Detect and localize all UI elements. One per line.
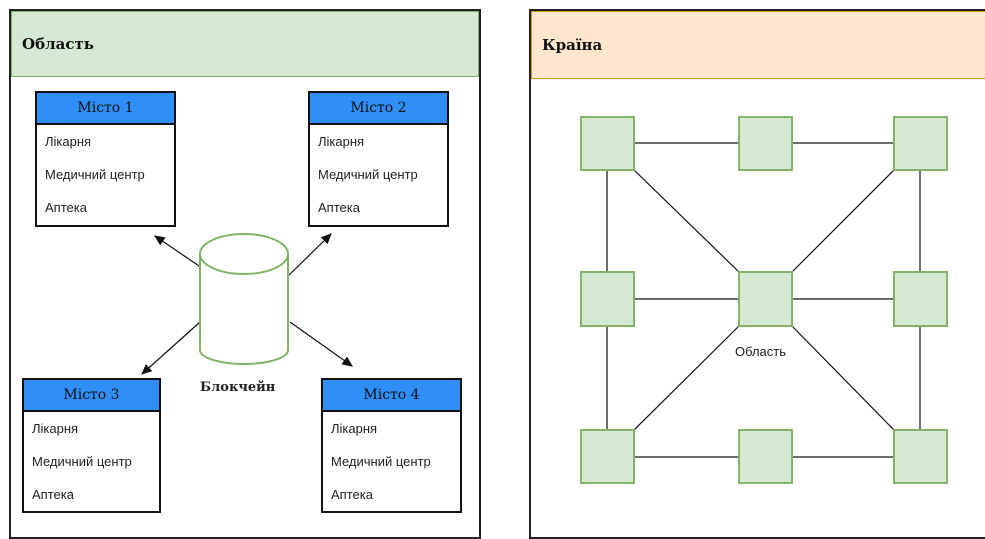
city-3-pharmacy: Аптека — [32, 487, 74, 502]
city-3-box: Місто 3 Лікарня Медичний центр Аптека — [22, 378, 161, 513]
city-2-pharmacy: Аптека — [318, 200, 360, 215]
city-4-box: Місто 4 Лікарня Медичний центр Аптека — [321, 378, 462, 513]
city-1-hospital: Лікарня — [45, 134, 92, 149]
network-node-top-middle — [738, 116, 793, 171]
network-node-bottom-left — [580, 429, 635, 484]
blockchain-label: Блокчейн — [200, 380, 276, 395]
center-node-label: Область — [735, 344, 787, 359]
city-3-title: Місто 3 — [24, 380, 159, 412]
city-1-medical-center: Медичний центр — [45, 167, 145, 182]
arrow-to-city-1 — [154, 235, 203, 269]
country-panel-title: Країна — [542, 36, 603, 54]
city-4-hospital: Лікарня — [331, 421, 378, 436]
region-panel-title: Область — [22, 35, 94, 53]
arrow-to-city-2 — [287, 233, 332, 277]
city-1-title: Місто 1 — [37, 93, 174, 125]
country-panel-header: Країна — [531, 11, 985, 79]
city-2-hospital: Лікарня — [318, 134, 365, 149]
city-2-title: Місто 2 — [310, 93, 447, 125]
city-3-hospital: Лікарня — [32, 421, 79, 436]
region-panel-header: Область — [11, 11, 479, 77]
network-node-bottom-middle — [738, 429, 793, 484]
network-node-top-left — [580, 116, 635, 171]
network-node-bottom-right — [893, 429, 948, 484]
city-2-medical-center: Медичний центр — [318, 167, 418, 182]
city-3-medical-center: Медичний центр — [32, 454, 132, 469]
city-4-medical-center: Медичний центр — [331, 454, 431, 469]
network-node-top-right — [893, 116, 948, 171]
network-node-center — [738, 271, 793, 327]
arrow-to-city-3 — [141, 321, 201, 375]
network-node-middle-right — [893, 271, 948, 327]
city-2-box: Місто 2 Лікарня Медичний центр Аптека — [308, 91, 449, 227]
city-1-pharmacy: Аптека — [45, 200, 87, 215]
blockchain-cylinder-icon — [199, 233, 289, 365]
city-4-pharmacy: Аптека — [331, 487, 373, 502]
network-node-middle-left — [580, 271, 635, 327]
network-links — [606, 142, 921, 458]
city-4-title: Місто 4 — [323, 380, 460, 412]
arrow-to-city-4 — [289, 321, 353, 367]
city-1-box: Місто 1 Лікарня Медичний центр Аптека — [35, 91, 176, 227]
